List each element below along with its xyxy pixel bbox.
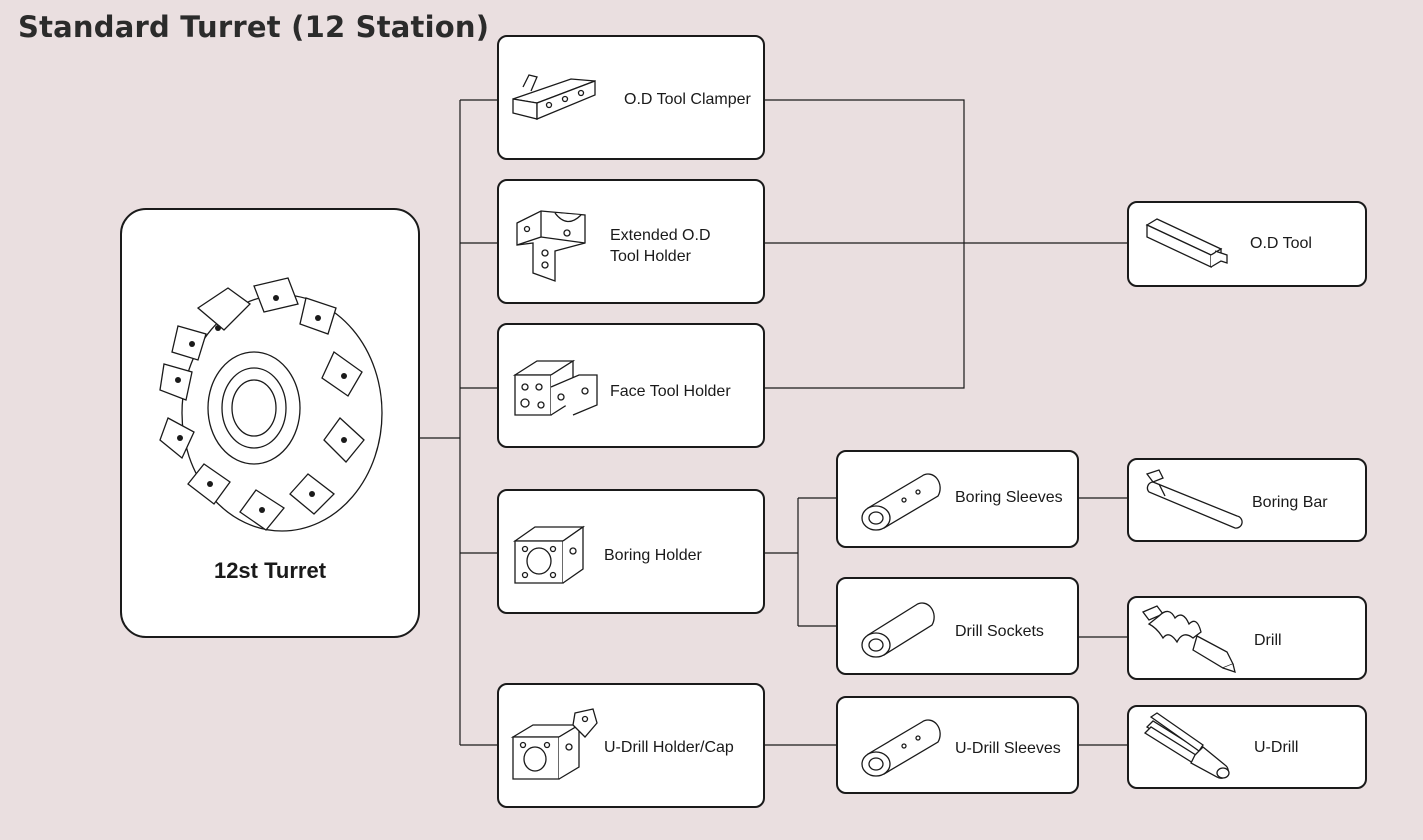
boring-bar-label: Boring Bar: [1252, 494, 1328, 511]
u-drill-holder-label: U-Drill Holder/Cap: [604, 739, 734, 756]
drill-label: Drill: [1254, 632, 1282, 649]
socket-icon: [861, 602, 935, 658]
u-drill-box[interactable]: U-Drill: [1127, 705, 1367, 789]
turret-box[interactable]: 12st Turret: [120, 208, 420, 638]
u-drill-holder-icon: [510, 708, 598, 780]
drill-box[interactable]: Drill: [1127, 596, 1367, 680]
extended-od-holder-box[interactable]: Extended O.D Tool Holder: [497, 179, 765, 304]
turret-icon: [159, 277, 383, 532]
boring-holder-label: Boring Holder: [604, 547, 702, 564]
sleeve-icon: [861, 473, 941, 531]
page-title: Standard Turret (12 Station): [18, 10, 490, 44]
od-tool-clamper-box[interactable]: O.D Tool Clamper: [497, 35, 765, 160]
boring-sleeves-label: Boring Sleeves: [955, 489, 1063, 506]
od-tool-clamper-label: O.D Tool Clamper: [624, 91, 751, 108]
connector-turret-trunk: [420, 99, 498, 746]
od-tool-label: O.D Tool: [1250, 235, 1312, 252]
drill-sockets-label: Drill Sockets: [955, 623, 1044, 640]
face-tool-holder-box[interactable]: Face Tool Holder: [497, 323, 765, 448]
clamper-icon: [512, 74, 596, 120]
boring-holder-box[interactable]: Boring Holder: [497, 489, 765, 614]
extended-od-holder-label-1: Extended O.D: [610, 227, 711, 244]
connector-boring: [764, 497, 837, 627]
extended-od-holder-label-2: Tool Holder: [610, 248, 691, 265]
drill-icon: [1141, 605, 1236, 673]
boring-bar-icon: [1145, 469, 1243, 529]
boring-bar-box[interactable]: Boring Bar: [1127, 458, 1367, 542]
u-drill-icon: [1143, 712, 1230, 779]
turret-label: 12st Turret: [213, 558, 327, 583]
u-drill-holder-box[interactable]: U-Drill Holder/Cap: [497, 683, 765, 808]
extended-holder-icon: [516, 210, 586, 282]
face-holder-icon: [512, 359, 598, 416]
boring-sleeves-box[interactable]: Boring Sleeves: [836, 450, 1079, 548]
boring-holder-icon: [512, 525, 586, 584]
sleeve-icon: [861, 719, 941, 777]
u-drill-sleeves-box[interactable]: U-Drill Sleeves: [836, 696, 1079, 794]
od-tool-box[interactable]: O.D Tool: [1127, 201, 1367, 287]
drill-sockets-box[interactable]: Drill Sockets: [836, 577, 1079, 675]
od-tool-icon: [1145, 218, 1228, 269]
face-tool-holder-label: Face Tool Holder: [610, 383, 731, 400]
u-drill-label: U-Drill: [1254, 739, 1299, 756]
connector-od-tool: [764, 99, 1128, 389]
u-drill-sleeves-label: U-Drill Sleeves: [955, 740, 1061, 757]
